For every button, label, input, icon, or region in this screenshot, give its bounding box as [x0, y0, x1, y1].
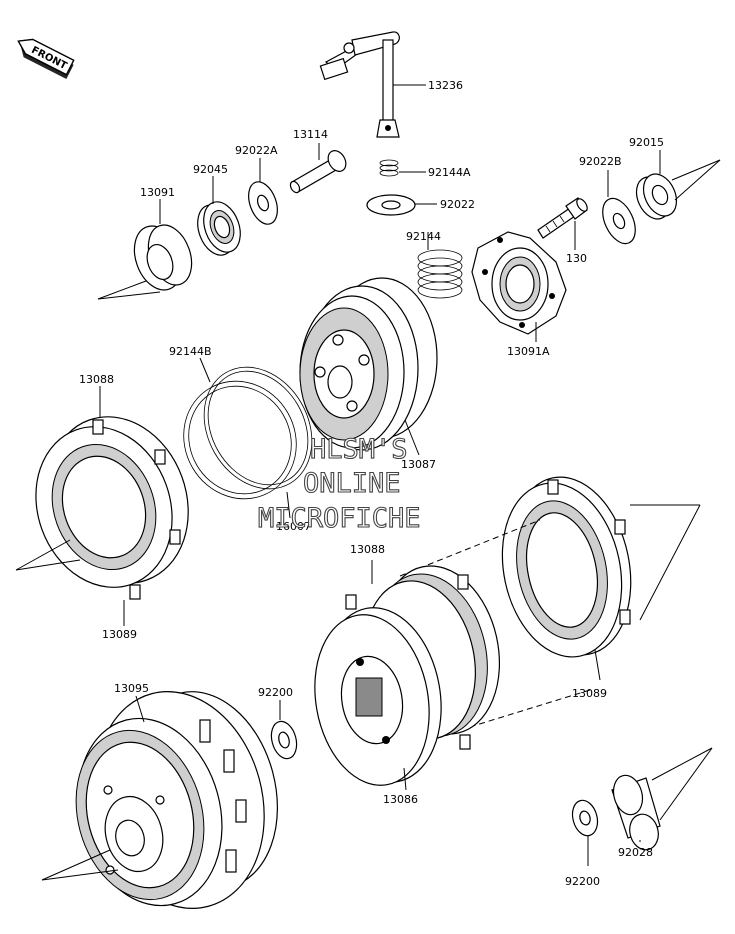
- watermark-line-3: MICROFICHE: [258, 503, 421, 534]
- watermark: HLSM'S ONLINE MICROFICHE: [257, 433, 421, 534]
- label-92144A: 92144A: [428, 166, 471, 179]
- part-16007-ring: [203, 366, 313, 519]
- label-13088-left: 13088: [79, 373, 114, 386]
- part-92022B-washer: [602, 170, 636, 245]
- watermark-line-1: HLSM'S: [310, 434, 408, 465]
- label-92022A: 92022A: [235, 144, 278, 157]
- label-13089-left: 13089: [102, 628, 137, 641]
- part-92144-clutch-spring: [417, 232, 463, 299]
- front-arrow-icon: FRONT: [17, 38, 75, 80]
- label-92144B: 92144B: [169, 345, 212, 358]
- part-13114-pin: [289, 143, 347, 194]
- part-13236-push-lever: [319, 31, 426, 138]
- part-13087-clutch-hub: [299, 277, 438, 456]
- label-92015: 92015: [629, 136, 664, 149]
- label-13091A: 13091A: [507, 345, 550, 358]
- part-92045-bearing: [197, 176, 241, 256]
- label-92045: 92045: [193, 163, 228, 176]
- part-13095-clutch-housing: [41, 691, 278, 909]
- part-13089-steel-plate-right: [501, 476, 701, 681]
- part-92200-washer-bottom: [571, 799, 599, 866]
- part-13086-clutch-plate: [314, 607, 442, 791]
- label-92200-middle: 92200: [258, 686, 293, 699]
- label-92200-bottom: 92200: [565, 875, 600, 888]
- label-16007: 16007: [276, 520, 311, 533]
- label-92022B: 92022B: [579, 155, 622, 168]
- part-92028-sleeve: [611, 747, 713, 851]
- part-13088-friction-plate-left: [15, 386, 189, 600]
- label-13091: 13091: [140, 186, 175, 199]
- label-13086: 13086: [383, 793, 418, 806]
- part-92022A-washer: [248, 158, 278, 225]
- label-13114: 13114: [293, 128, 328, 141]
- label-92022: 92022: [440, 198, 475, 211]
- label-13087: 13087: [401, 458, 436, 471]
- label-13095: 13095: [114, 682, 149, 695]
- label-92144: 92144: [406, 230, 441, 243]
- part-92015-nut: [635, 150, 721, 220]
- part-13091A-pressure-plate: [471, 231, 567, 342]
- label-13089-right: 13089: [572, 687, 607, 700]
- label-13088-right: 13088: [350, 543, 385, 556]
- part-130-bolt: [537, 197, 588, 250]
- part-13091-collar: [97, 199, 193, 300]
- part-92022-washer: [366, 194, 437, 216]
- label-130: 130: [566, 252, 587, 265]
- part-92144A-spring: [379, 159, 426, 177]
- label-13236: 13236: [428, 79, 463, 92]
- part-92200-washer-middle: [270, 700, 298, 760]
- watermark-line-2: ONLINE: [303, 468, 401, 499]
- label-92028: 92028: [618, 846, 653, 859]
